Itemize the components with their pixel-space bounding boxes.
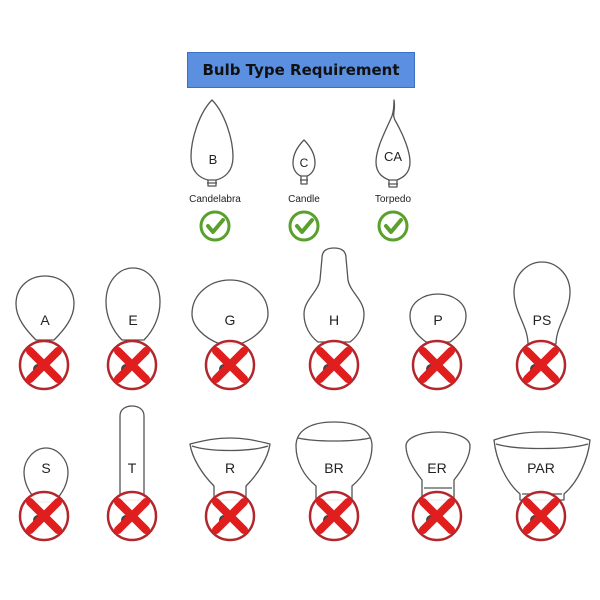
bulb-b-name: Candelabra (189, 194, 241, 205)
bulb-er (405, 431, 471, 501)
bulb-c-code: C (300, 156, 309, 170)
bulb-b (190, 99, 234, 187)
bulb-e-outline (105, 267, 161, 341)
bulb-c-base (300, 176, 308, 185)
bulb-ps (513, 261, 571, 345)
bulb-p (409, 293, 467, 343)
bulb-ca-outline (375, 99, 411, 181)
bulb-ca-name: Torpedo (375, 194, 412, 205)
bulb-br-outline (295, 421, 373, 501)
bulb-par-outline (493, 431, 591, 501)
cross-icon (308, 490, 360, 542)
bulb-ca-code: CA (384, 149, 402, 164)
bulb-t-outline (119, 405, 145, 501)
check-icon (288, 210, 320, 242)
bulb-c-outline (292, 139, 316, 177)
cross-icon (515, 339, 567, 391)
bulb-p-outline (409, 293, 467, 343)
bulb-p-code: P (433, 312, 442, 328)
bulb-a-code: A (40, 312, 50, 328)
bulb-g-outline (191, 279, 269, 345)
bulb-h-code: H (329, 312, 339, 328)
check-icon (377, 210, 409, 242)
cross-icon (18, 339, 70, 391)
bulb-a-outline (15, 275, 75, 341)
bulb-b-code: B (209, 152, 218, 167)
bulb-s-outline (23, 447, 69, 503)
bulb-c-name: Candle (288, 194, 320, 205)
bulb-ca-base (388, 180, 398, 188)
bulb-r-face (191, 445, 269, 452)
bulb-er-code: ER (427, 460, 446, 476)
bulb-t-code: T (128, 460, 137, 476)
bulb-c (292, 139, 316, 185)
bulb-e (105, 267, 161, 341)
cross-icon (106, 490, 158, 542)
cross-icon (204, 490, 256, 542)
bulb-ps-outline (513, 261, 571, 345)
bulb-h-outline (303, 247, 365, 343)
bulb-g (191, 279, 269, 345)
bulb-s-code: S (41, 460, 50, 476)
cross-icon (411, 339, 463, 391)
bulb-r-outline (189, 437, 271, 501)
cross-icon (106, 339, 158, 391)
cross-icon (411, 490, 463, 542)
cross-icon (515, 490, 567, 542)
bulb-ps-code: PS (533, 312, 552, 328)
bulb-br-code: BR (324, 460, 343, 476)
header-title: Bulb Type Requirement (202, 61, 400, 79)
bulb-par-face (495, 443, 589, 450)
bulb-a (15, 275, 75, 341)
cross-icon (308, 339, 360, 391)
cross-icons (18, 339, 567, 542)
bulb-br (295, 421, 373, 501)
bulb-t (119, 405, 145, 501)
check-icon (199, 210, 231, 242)
bulb-b-outline (190, 99, 234, 181)
bulb-b-base (207, 180, 217, 187)
bulb-r-code: R (225, 460, 235, 476)
bulb-e-code: E (128, 312, 137, 328)
cross-icon (204, 339, 256, 391)
bulb-g-code: G (225, 312, 236, 328)
bulb-s (23, 447, 69, 503)
header-banner: Bulb Type Requirement (187, 52, 415, 88)
bulb-ca (375, 99, 411, 188)
bulb-br-face (297, 437, 371, 442)
check-icons (199, 210, 409, 242)
bulb-h (303, 247, 365, 343)
cross-icon (18, 490, 70, 542)
bulb-er-outline (405, 431, 471, 501)
bulb-r (189, 437, 271, 501)
bulb-par-code: PAR (527, 460, 555, 476)
